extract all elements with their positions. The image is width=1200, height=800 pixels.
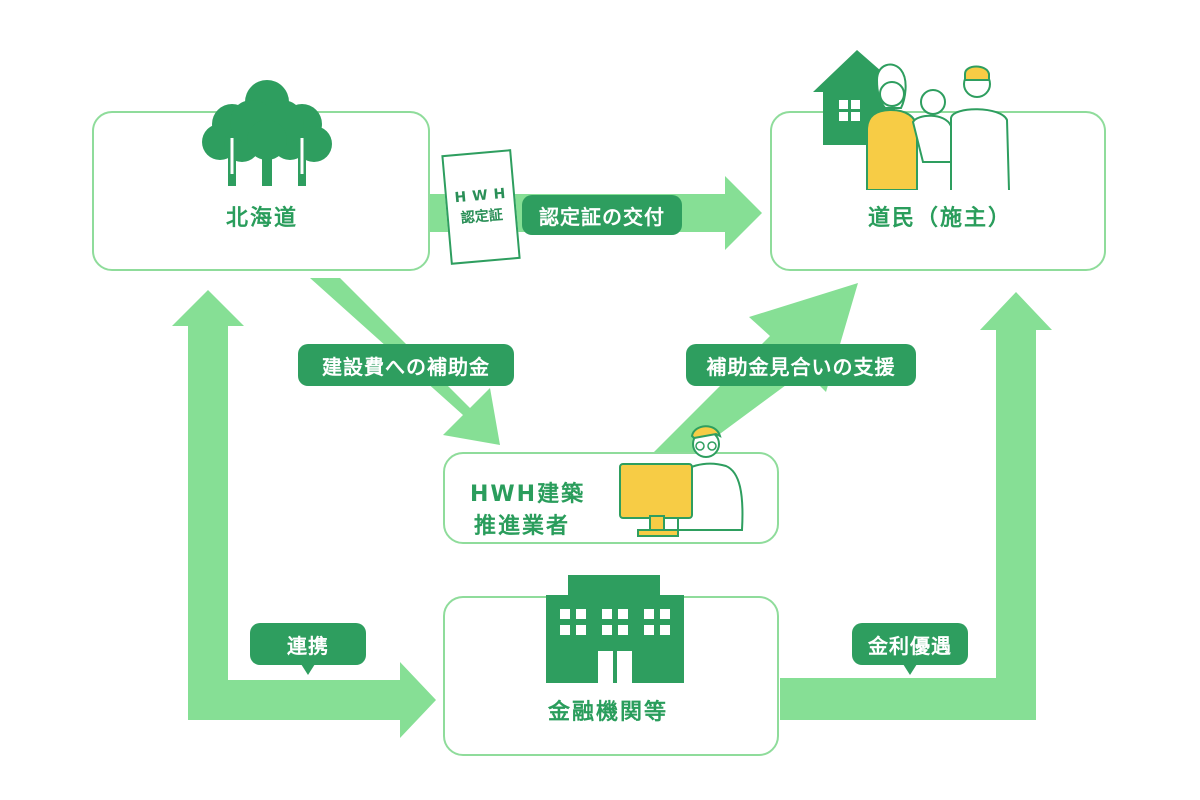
arrow-cooperation — [172, 290, 436, 738]
hokkaido-label: 北海道 — [226, 206, 299, 231]
hwh-certificate: HWH 認定証 — [441, 149, 521, 265]
certificate-line2: 認定証 — [460, 207, 504, 227]
cooperation-pill: 連携 — [250, 623, 366, 675]
interest-benefit-pill-tail — [903, 664, 917, 675]
worker-computer-icon — [619, 425, 744, 537]
builder-label-line1: HWH建築 — [470, 482, 586, 507]
support-text: 補助金見合いの支援 — [706, 354, 896, 379]
cert-issue-pill: 認定証の交付 — [522, 195, 682, 235]
finance-label: 金融機関等 — [548, 700, 669, 725]
cert-issue-text: 認定証の交付 — [539, 204, 665, 229]
interest-benefit-text: 金利優遇 — [868, 633, 952, 658]
interest-benefit-pill: 金利優遇 — [852, 623, 968, 675]
building-icon — [546, 575, 684, 683]
cooperation-pill-tail — [301, 664, 315, 675]
citizens-label: 道民（施主） — [868, 206, 1013, 231]
certificate-line1: HWH — [453, 185, 513, 207]
arrow-interest-benefit — [780, 292, 1052, 720]
support-pill: 補助金見合いの支援 — [686, 344, 916, 386]
family-house-icon — [813, 50, 1010, 190]
builder-label-line2: 推進業者 — [474, 514, 571, 539]
construction-subsidy-text: 建設費への補助金 — [322, 354, 490, 379]
arrow-construction-subsidy — [292, 278, 500, 445]
cooperation-text: 連携 — [287, 633, 329, 658]
construction-subsidy-pill: 建設費への補助金 — [298, 344, 514, 386]
trees-icon — [202, 80, 332, 186]
